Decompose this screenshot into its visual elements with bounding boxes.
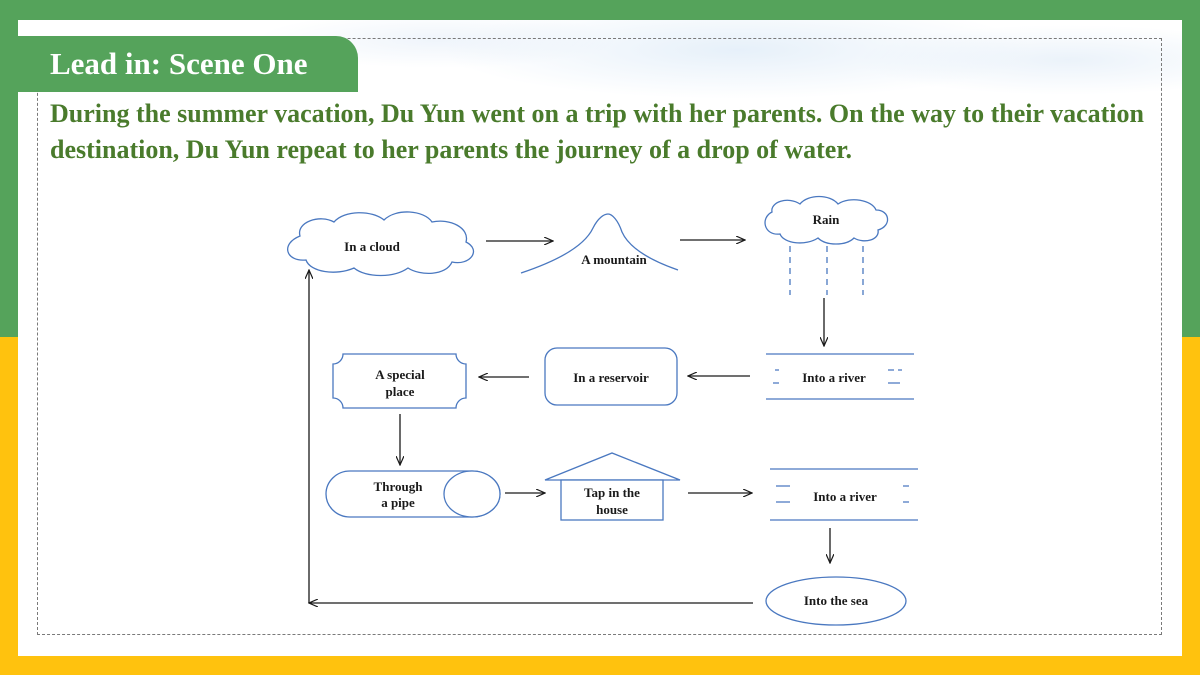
node-pipe: Through a pipe bbox=[325, 470, 501, 518]
slide-card bbox=[18, 20, 1182, 656]
dashed-frame bbox=[37, 38, 1162, 635]
rain-cloud-shape bbox=[764, 195, 889, 245]
reservoir-shape bbox=[544, 347, 678, 406]
pipe-label-2: a pipe bbox=[381, 495, 415, 510]
node-cloud: In a cloud bbox=[287, 211, 474, 277]
house-body bbox=[560, 479, 664, 521]
node-river-1: Into a river bbox=[766, 353, 914, 400]
node-tap: Tap in the house bbox=[544, 452, 681, 521]
house-roof bbox=[544, 452, 681, 481]
special-place-shape bbox=[332, 353, 467, 409]
mountain-label: A mountain bbox=[581, 252, 647, 267]
node-special-place: A special place bbox=[332, 353, 467, 409]
node-mountain: A mountain bbox=[520, 213, 679, 274]
node-rain: Rain bbox=[764, 195, 889, 295]
node-river-2: Into a river bbox=[770, 468, 918, 521]
rain-label: Rain bbox=[813, 212, 841, 227]
pipe-end bbox=[443, 470, 501, 518]
river-1-label: Into a river bbox=[802, 370, 866, 385]
mountain-shape bbox=[520, 213, 679, 274]
special-place-label-2: place bbox=[386, 384, 415, 399]
reservoir-label: In a reservoir bbox=[573, 370, 649, 385]
node-sea: Into the sea bbox=[765, 576, 907, 626]
river-2-label: Into a river bbox=[813, 489, 877, 504]
special-place-label-1: A special bbox=[375, 367, 425, 382]
node-reservoir: In a reservoir bbox=[544, 347, 678, 406]
cloud-shape bbox=[287, 211, 474, 277]
tap-label-2: house bbox=[596, 502, 628, 517]
title-tab: Lead in: Scene One bbox=[18, 36, 358, 92]
tap-label-1: Tap in the bbox=[584, 485, 640, 500]
intro-paragraph: During the summer vacation, Du Yun went … bbox=[50, 99, 1144, 164]
sea-label: Into the sea bbox=[804, 593, 869, 608]
page-title: Lead in: Scene One bbox=[50, 46, 308, 81]
cloud-label: In a cloud bbox=[344, 239, 400, 254]
pipe-label-1: Through bbox=[374, 479, 424, 494]
sea-shape bbox=[765, 576, 907, 626]
flow-arrows bbox=[309, 240, 830, 603]
